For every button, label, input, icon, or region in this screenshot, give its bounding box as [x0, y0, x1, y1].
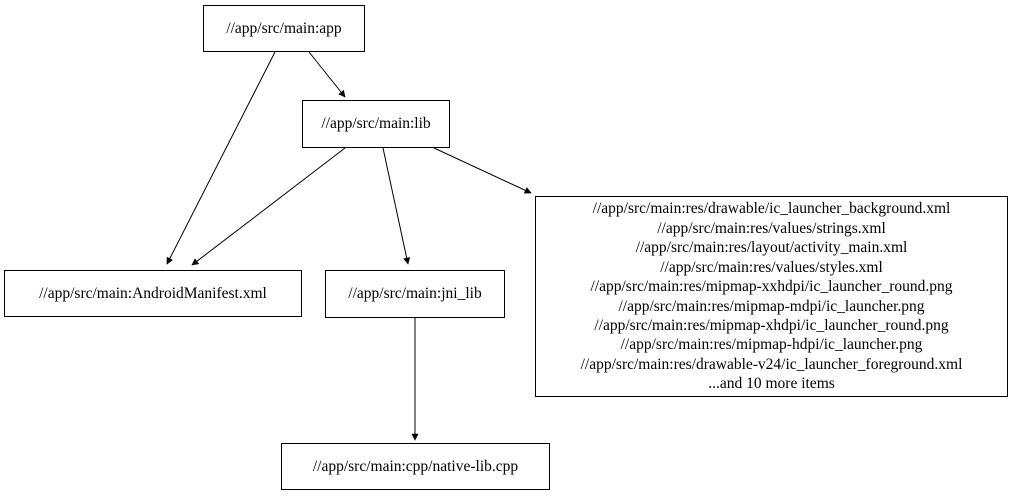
graph-node-native-lib-cpp: //app/src/main:cpp/native-lib.cpp — [281, 443, 550, 490]
res-file-line: //app/src/main:res/mipmap-xxhdpi/ic_laun… — [590, 278, 953, 296]
graph-node-jni-lib: //app/src/main:jni_lib — [325, 270, 505, 318]
res-file-line: //app/src/main:res/values/strings.xml — [657, 219, 886, 237]
graph-node-native-lib-cpp-label: //app/src/main:cpp/native-lib.cpp — [312, 457, 519, 475]
edge-app-to-manifest — [166, 51, 276, 265]
res-file-line: //app/src/main:res/layout/activity_main.… — [635, 239, 908, 257]
graph-node-lib-label: //app/src/main:lib — [321, 115, 431, 132]
res-file-line: //app/src/main:res/values/styles.xml — [660, 258, 883, 276]
res-file-line: //app/src/main:res/drawable-v24/ic_launc… — [580, 355, 963, 373]
graph-node-app: //app/src/main:app — [203, 5, 365, 52]
graph-node-jni-lib-label: //app/src/main:jni_lib — [348, 285, 482, 302]
edge-lib-to-manifest — [191, 147, 346, 266]
res-file-line: //app/src/main:res/mipmap-xhdpi/ic_launc… — [594, 316, 949, 334]
graph-node-app-label: //app/src/main:app — [226, 19, 342, 37]
res-file-line: //app/src/main:res/mipmap-hdpi/ic_launch… — [620, 336, 923, 354]
res-file-line: //app/src/main:res/drawable/ic_launcher_… — [592, 200, 951, 218]
res-more-items-line: ...and 10 more items — [708, 375, 835, 393]
edge-lib-to-jni-lib — [382, 147, 411, 265]
edge-lib-to-res — [433, 147, 532, 194]
res-file-line: //app/src/main:res/mipmap-mdpi/ic_launch… — [618, 297, 925, 315]
graph-node-lib: //app/src/main:lib — [302, 100, 450, 148]
graph-node-android-manifest-label: //app/src/main:AndroidManifest.xml — [39, 284, 267, 302]
graph-node-res-files: //app/src/main:res/drawable/ic_launcher_… — [535, 196, 1008, 397]
edge-app-to-lib — [308, 51, 346, 98]
graph-node-android-manifest: //app/src/main:AndroidManifest.xml — [4, 270, 302, 317]
